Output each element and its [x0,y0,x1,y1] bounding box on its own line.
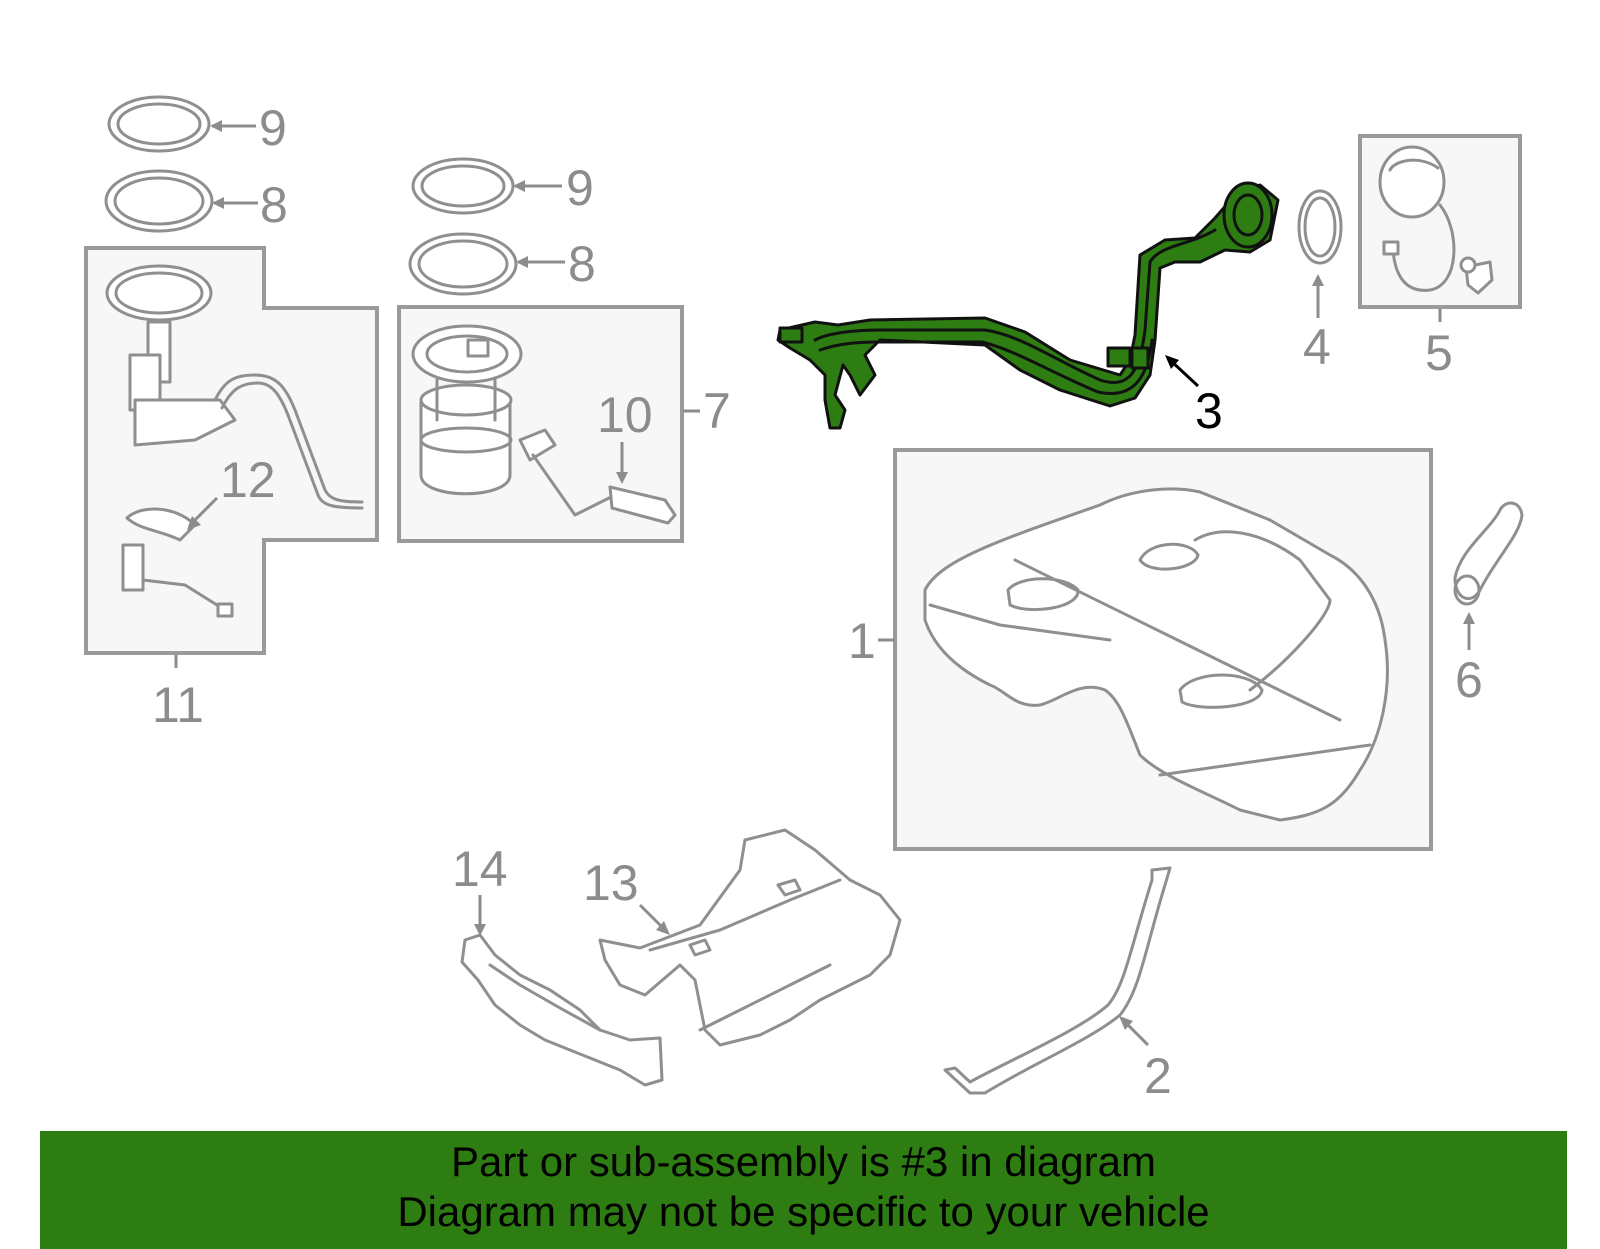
callout-10: 10 [597,387,653,443]
box-5-fuel-cap[interactable]: 5 [1358,134,1522,381]
callout-3: 3 [1195,383,1223,439]
callout-2: 2 [1144,1048,1172,1104]
box-1-fuel-tank[interactable]: 1 [848,448,1433,851]
part-2-tank-strap[interactable]: 2 [943,866,1172,1104]
callout-9-left: 9 [259,100,287,156]
banner-line-1: Part or sub-assembly is #3 in diagram [451,1138,1156,1185]
part-4-o-ring[interactable]: 4 [1297,189,1343,375]
callout-6: 6 [1455,652,1483,708]
callout-13: 13 [583,855,639,911]
banner-line-2: Diagram may not be specific to your vehi… [397,1188,1210,1235]
part-8-left-gasket[interactable]: 8 [104,169,288,233]
callout-11: 11 [152,677,204,733]
callout-8-left: 8 [260,177,288,233]
callout-12: 12 [220,452,276,508]
part-8-middle-gasket[interactable]: 8 [408,232,596,296]
part-14-bracket[interactable]: 14 [452,841,664,1087]
callout-14: 14 [452,841,508,897]
part-3-filler-pipe[interactable]: 3 [776,181,1280,439]
callout-5: 5 [1425,325,1453,381]
callout-1: 1 [848,613,876,669]
callout-8-middle: 8 [568,236,596,292]
part-6-hose[interactable]: 6 [1453,501,1524,708]
box-11-sender-assembly[interactable]: 11 12 [84,246,379,733]
part-9-left-ring[interactable]: 9 [107,95,287,156]
part-13-heat-shield[interactable]: 13 [583,828,902,1047]
box-7-fuel-pump-assembly[interactable]: 10 7 [397,305,731,543]
part-9-middle-ring[interactable]: 9 [411,157,594,216]
info-banner: Part or sub-assembly is #3 in diagram Di… [40,1131,1567,1249]
callout-7: 7 [703,383,731,439]
callout-4: 4 [1303,319,1331,375]
callout-9-middle: 9 [566,160,594,216]
